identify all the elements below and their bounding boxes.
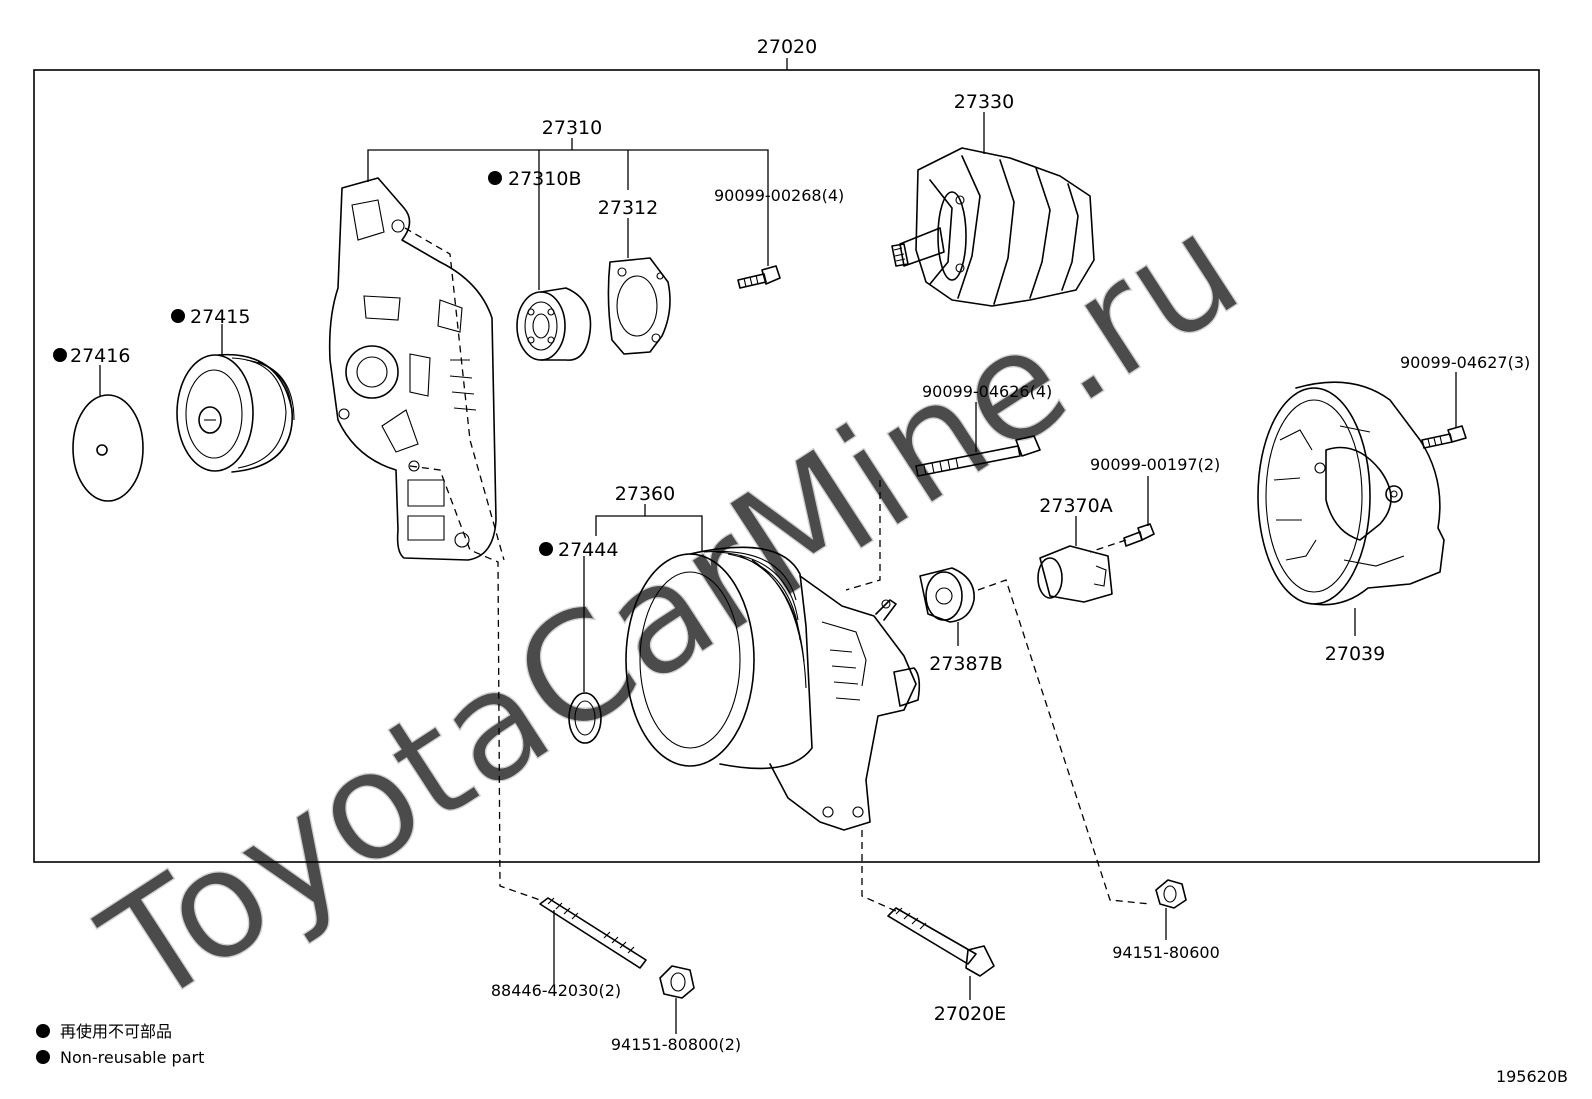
rectifier-end-frame-27360[interactable] bbox=[625, 546, 921, 831]
label-90099-00268[interactable]: 90099-00268(4) bbox=[714, 186, 844, 205]
label-27360[interactable]: 27360 bbox=[615, 483, 675, 505]
label-90099-04626[interactable]: 90099-04626(4) bbox=[922, 382, 1052, 401]
terminal-insulator-27370A[interactable] bbox=[1037, 545, 1113, 603]
legend-text-jp: 再使用不可部品 bbox=[60, 1022, 172, 1041]
o-ring-27444[interactable] bbox=[568, 692, 602, 744]
label-27312[interactable]: 27312 bbox=[598, 197, 658, 219]
label-27387B[interactable]: 27387B bbox=[929, 653, 1002, 675]
screw-90099-00268[interactable] bbox=[737, 265, 781, 289]
bolt-90099-04627[interactable] bbox=[1421, 425, 1467, 449]
rotor-27330[interactable] bbox=[891, 147, 1095, 307]
cover-plate-27416[interactable] bbox=[72, 394, 144, 502]
non-reusable-marker bbox=[171, 309, 185, 323]
label-27370A[interactable]: 27370A bbox=[1039, 495, 1112, 517]
screw-90099-00197[interactable] bbox=[1123, 523, 1155, 547]
label-27310[interactable]: 27310 bbox=[542, 117, 602, 139]
label-90099-00197[interactable]: 90099-00197(2) bbox=[1090, 455, 1220, 474]
nut-94151-80800[interactable] bbox=[659, 965, 695, 999]
nut-94151-80600[interactable] bbox=[1155, 879, 1187, 909]
label-94151-80800[interactable]: 94151-80800(2) bbox=[611, 1035, 741, 1054]
stud-88446-42030[interactable] bbox=[539, 897, 647, 969]
watermark: ToyotaCarMine.ru bbox=[74, 181, 1269, 1041]
legend-marker bbox=[36, 1050, 50, 1064]
pulley-27415[interactable] bbox=[176, 353, 295, 473]
label-94151-80600[interactable]: 94151-80600 bbox=[1112, 943, 1220, 962]
non-reusable-marker bbox=[53, 348, 67, 362]
legend-marker bbox=[36, 1024, 50, 1038]
label-27330[interactable]: 27330 bbox=[954, 91, 1014, 113]
drive-end-frame-27310[interactable] bbox=[328, 177, 497, 561]
label-27310B[interactable]: 27310B bbox=[508, 168, 581, 190]
non-reusable-marker bbox=[539, 542, 553, 556]
rear-cover-27039[interactable] bbox=[1257, 381, 1445, 606]
label-27415[interactable]: 27415 bbox=[190, 306, 250, 328]
label-90099-04627[interactable]: 90099-04627(3) bbox=[1400, 353, 1530, 372]
through-bolt-90099-04626[interactable] bbox=[915, 435, 1041, 477]
retainer-plate-27312[interactable] bbox=[607, 257, 671, 355]
legend-text-en: Non-reusable part bbox=[60, 1048, 204, 1067]
bearing-27310B[interactable] bbox=[516, 287, 592, 361]
label-27416[interactable]: 27416 bbox=[70, 345, 130, 367]
label-27039[interactable]: 27039 bbox=[1325, 643, 1385, 665]
label-27020E[interactable]: 27020E bbox=[934, 1003, 1006, 1025]
label-88446-42030[interactable]: 88446-42030(2) bbox=[491, 981, 621, 1000]
figure-number: 195620B bbox=[1496, 1067, 1568, 1086]
label-27444[interactable]: 27444 bbox=[558, 539, 618, 561]
insulator-27387B[interactable] bbox=[919, 567, 975, 623]
label-27020[interactable]: 27020 bbox=[757, 36, 817, 58]
non-reusable-marker bbox=[488, 171, 502, 185]
bolt-27020E[interactable] bbox=[887, 907, 995, 977]
